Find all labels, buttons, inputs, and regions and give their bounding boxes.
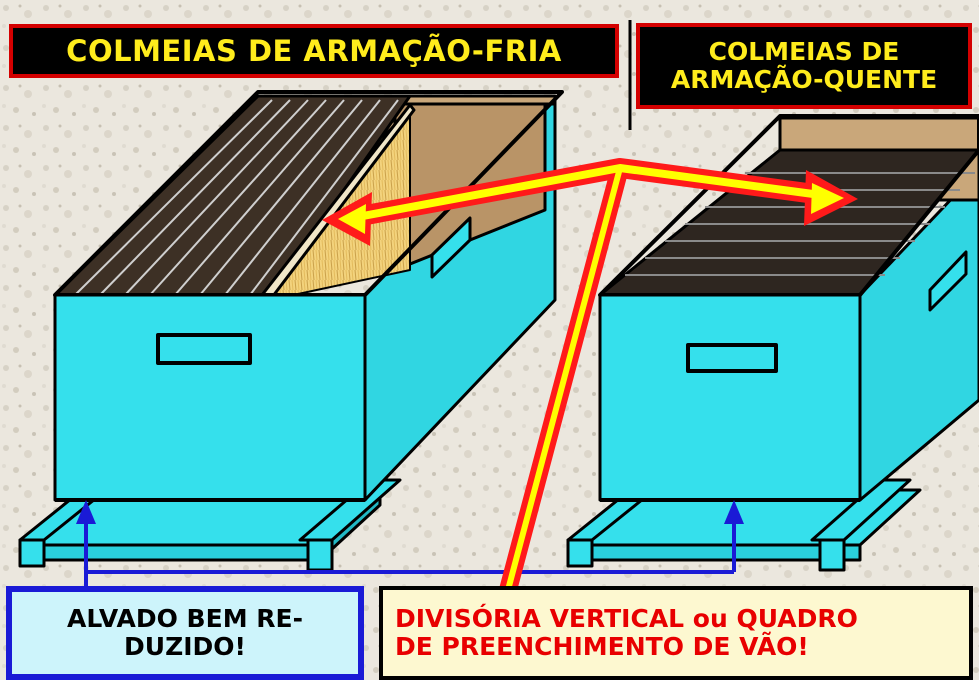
warm-bottom-board-front (566, 543, 862, 562)
cold-body-front (53, 293, 367, 502)
cold-frame-title: COLMEIAS DE ARMAÇÃO-FRIA (9, 24, 619, 78)
cold-side-handle (430, 216, 472, 279)
warm-frame-hive (566, 114, 979, 572)
warm-body-front (598, 293, 862, 502)
divider-callout-line1: DIVISÓRIA VERTICAL ou QUADRO (395, 604, 858, 633)
divider-callout: DIVISÓRIA VERTICAL ou QUADRO DE PREENCHI… (379, 586, 973, 680)
warm-frame-title-line2: ARMAÇÃO-QUENTE (670, 65, 938, 94)
entrance-callout-line2: DUZIDO! (124, 632, 246, 661)
cold-frame-title-text: COLMEIAS DE ARMAÇÃO-FRIA (66, 33, 562, 68)
divider-arrows (322, 158, 858, 599)
arrowhead-left-inner (338, 204, 366, 234)
entrance-callout: ALVADO BEM RE- DUZIDO! (6, 586, 364, 680)
arrowhead-right-inner (811, 183, 844, 214)
divider-callout-line2: DE PREENCHIMENTO DE VÃO! (395, 632, 809, 661)
cold-stand-leg-right (306, 538, 334, 572)
warm-front-handle (686, 343, 778, 373)
entrance-arrowhead-left (76, 500, 96, 524)
warm-frame-title: COLMEIAS DE ARMAÇÃO-QUENTE (636, 23, 972, 109)
warm-stand-leg-left (566, 538, 594, 568)
warm-frame-title-line1: COLMEIAS DE (708, 37, 900, 66)
warm-stand-leg-right (818, 538, 846, 572)
cold-front-handle (156, 333, 252, 365)
cold-bottom-board-front (18, 543, 322, 562)
cold-frame-bars (74, 99, 399, 296)
cold-stand-leg-left (18, 538, 46, 568)
entrance-arrowhead-right (724, 500, 744, 524)
entrance-callout-line1: ALVADO BEM RE- (67, 604, 303, 633)
warm-frame-bars (625, 172, 975, 276)
warm-side-handle (928, 250, 968, 312)
